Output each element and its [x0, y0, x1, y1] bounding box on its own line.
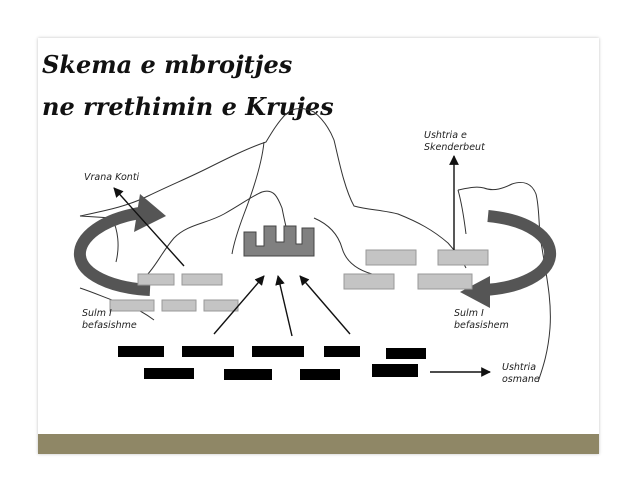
title-line-1: Skema e mbrojtjes: [42, 50, 293, 79]
arrow-to-castle: [275, 275, 293, 337]
arrow-to-castle: [213, 275, 265, 335]
label-sulm-right-line1: Sulm I: [454, 308, 484, 319]
label-ushtria-skenderbeut-line1: Ushtria e: [424, 130, 467, 141]
siege-diagram: Vrana Konti Ushtria e Skenderbeut Sulm I…: [73, 108, 557, 385]
left-ridge: [145, 190, 289, 277]
albanian-unit: [437, 249, 489, 266]
ottoman-unit: [252, 346, 304, 357]
ottoman-unit: [372, 364, 418, 377]
vrana-konti-arrow: [113, 187, 185, 267]
slide-title: Skema e mbrojtjes ne rrethimin e Krujes: [42, 44, 334, 128]
albanian-unit: [417, 273, 473, 290]
footer-bar: [38, 434, 599, 454]
arrow-to-castle: [299, 275, 351, 335]
far-right-ridge: [457, 181, 551, 383]
ottoman-unit: [386, 348, 426, 359]
right-slope: [313, 217, 373, 275]
label-ushtria-skenderbeut-line2: Skenderbeut: [424, 142, 486, 153]
albanian-unit: [203, 299, 239, 312]
albanian-units: [109, 249, 489, 312]
label-vrana-konti: Vrana Konti: [84, 172, 140, 183]
right-curved-arrow: [460, 210, 557, 308]
albanian-unit: [365, 249, 417, 266]
title-line-2: ne rrethimin e Krujes: [42, 92, 334, 121]
slide: Skema e mbrojtjes ne rrethimin e Krujes: [38, 38, 599, 454]
label-ushtria-osmane-line1: Ushtria: [502, 362, 536, 373]
ottoman-unit: [324, 346, 360, 357]
ottoman-units: [118, 346, 426, 380]
ottoman-unit: [144, 368, 194, 379]
mountain-outline: [79, 108, 467, 269]
label-sulm-left-line1: Sulm I: [82, 308, 112, 319]
albanian-unit: [109, 299, 155, 312]
left-curved-arrow: [73, 194, 166, 296]
albanian-unit: [137, 273, 175, 286]
castle-icon: [243, 225, 315, 257]
label-sulm-right-line2: befasishem: [454, 320, 509, 331]
albanian-unit: [343, 273, 395, 290]
albanian-unit: [181, 273, 223, 286]
ottoman-unit: [224, 369, 272, 380]
albanian-unit: [161, 299, 197, 312]
label-sulm-left-line2: befasishme: [82, 320, 137, 331]
label-ushtria-osmane-line2: osmane: [502, 374, 540, 385]
ottoman-unit: [300, 369, 340, 380]
ottoman-unit: [182, 346, 234, 357]
far-right-ridge-inner: [457, 189, 467, 235]
central-slope: [231, 141, 265, 255]
ottoman-unit: [118, 346, 164, 357]
thin-arrows: [113, 155, 491, 377]
